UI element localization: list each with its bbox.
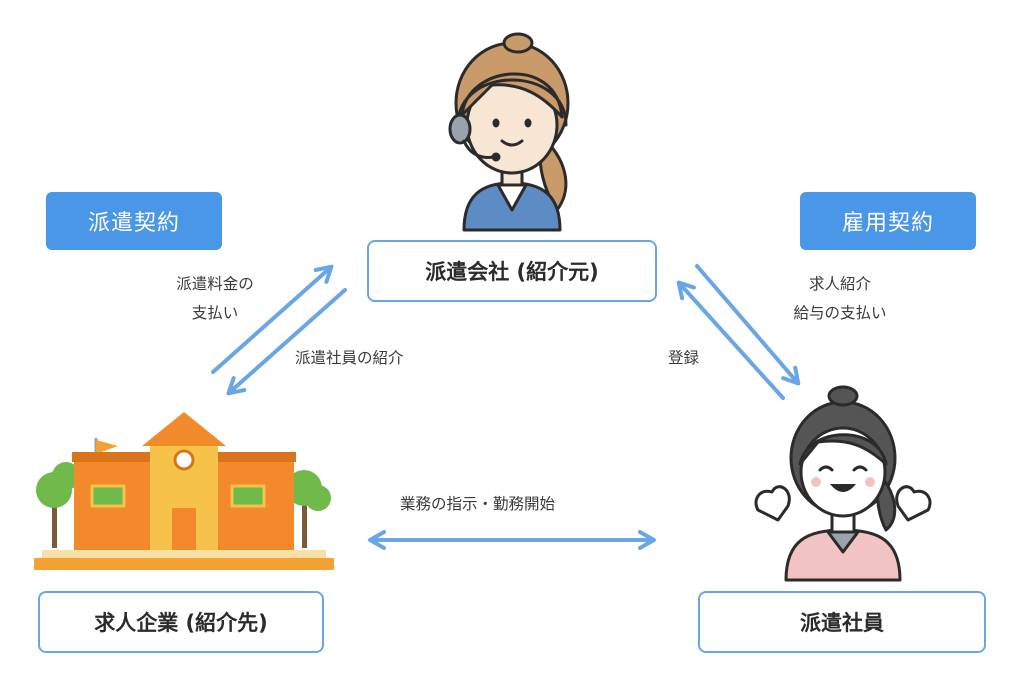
client-company-label: 求人企業 (紹介先): [94, 611, 268, 635]
dispatched-worker-box: 派遣社員: [698, 591, 986, 653]
dispatched-worker-illustration: [754, 385, 932, 582]
dispatched-worker-label: 派遣社員: [800, 611, 884, 635]
job-intro-arrow: [695, 264, 801, 386]
registration-label: 登録: [668, 349, 700, 367]
fee-payment-line-1: 派遣料金の: [176, 275, 254, 293]
fee-payment-label: 派遣料金の 支払い: [130, 270, 300, 328]
registration-arrow: [676, 280, 785, 400]
fee-payment-line-2: 支払い: [191, 304, 239, 322]
staff-introduction-label: 派遣社員の紹介: [295, 349, 404, 367]
agency-box: 派遣会社 (紹介元): [367, 240, 657, 302]
company-building-illustration: [34, 412, 334, 570]
job-intro-line-1: 求人紹介: [808, 275, 871, 293]
job-intro-line-2: 給与の支払い: [793, 304, 887, 322]
work-instruction-label: 業務の指示・勤務開始: [400, 495, 556, 513]
job-intro-salary-label: 求人紹介 給与の支払い: [740, 270, 940, 328]
agency-operator-illustration: [448, 32, 570, 232]
fee-payment-arrow: [211, 264, 334, 374]
agency-label: 派遣会社 (紹介元): [425, 260, 599, 284]
employment-contract-badge: 雇用契約: [800, 192, 976, 250]
client-company-box: 求人企業 (紹介先): [38, 591, 324, 653]
staff-introduction-arrow: [226, 288, 347, 396]
dispatch-contract-badge: 派遣契約: [46, 192, 222, 250]
